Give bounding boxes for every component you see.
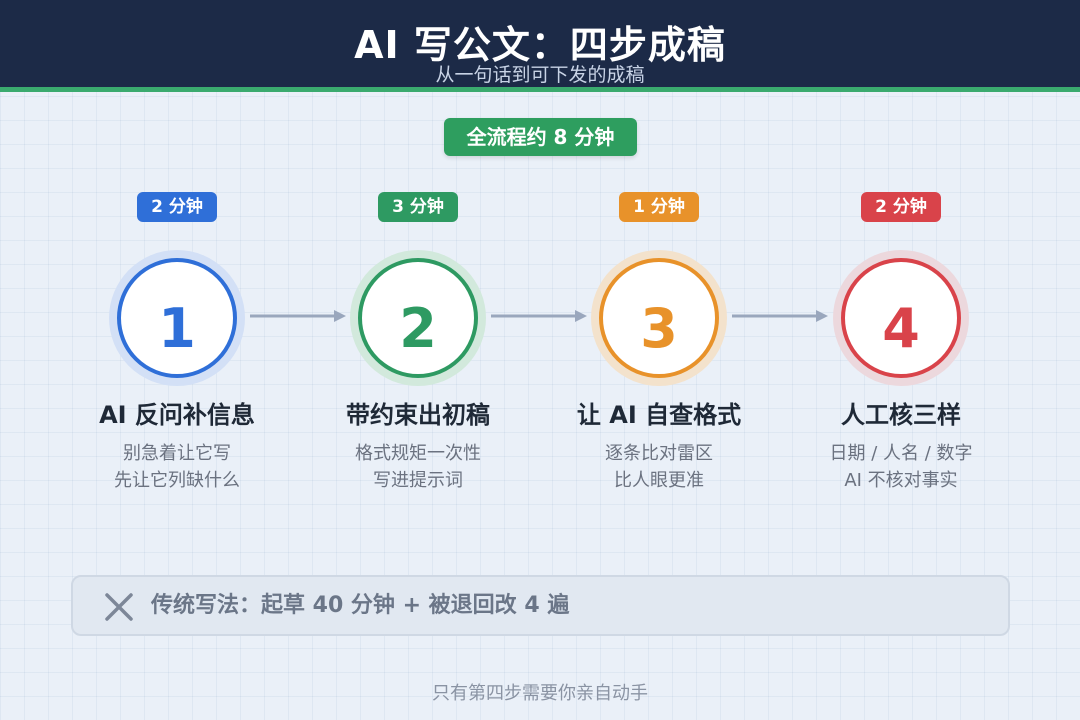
- arrow-right-icon: [491, 310, 587, 322]
- traditional-comparison-bar: 传统写法：起草 40 分钟 + 被退回改 4 遍: [71, 575, 1010, 636]
- step-number-circle: 1: [117, 258, 237, 378]
- step-time-badge: 3 分钟: [378, 192, 458, 222]
- step-time-badge: 2 分钟: [137, 192, 217, 222]
- step-desc-line: 别急着让它写: [123, 443, 231, 464]
- step-3: 1 分钟 3 让 AI 自查格式 逐条比对雷区 比人眼更准: [539, 190, 779, 500]
- step-description: 日期 / 人名 / 数字 AI 不核对事实: [781, 440, 1021, 494]
- step-description: 格式规矩一次性 写进提示词: [298, 440, 538, 494]
- header-bar: AI 写公文：四步成稿 从一句话到可下发的成稿: [0, 0, 1080, 92]
- step-time-badge: 1 分钟: [619, 192, 699, 222]
- page-title: AI 写公文：四步成稿: [354, 23, 726, 67]
- step-4: 2 分钟 4 人工核三样 日期 / 人名 / 数字 AI 不核对事实: [781, 190, 1021, 500]
- step-2: 3 分钟 2 带约束出初稿 格式规矩一次性 写进提示词: [298, 190, 538, 500]
- step-desc-line: 日期 / 人名 / 数字: [829, 443, 973, 464]
- step-name: AI 反问补信息: [99, 401, 255, 429]
- total-time-badge: 全流程约 8 分钟: [444, 118, 637, 156]
- step-1: 2 分钟 1 AI 反问补信息 别急着让它写 先让它列缺什么: [57, 190, 297, 500]
- step-desc-line: 格式规矩一次性: [355, 443, 481, 464]
- step-desc-line: AI 不核对事实: [844, 470, 958, 491]
- step-name: 带约束出初稿: [346, 401, 490, 429]
- arrow-right-icon: [732, 310, 828, 322]
- arrow-right-icon: [250, 310, 346, 322]
- step-description: 逐条比对雷区 比人眼更准: [539, 440, 779, 494]
- page-subtitle: 从一句话到可下发的成稿: [435, 64, 645, 86]
- footer-note: 只有第四步需要你亲自动手: [432, 683, 648, 704]
- step-name: 人工核三样: [841, 401, 961, 429]
- step-description: 别急着让它写 先让它列缺什么: [57, 440, 297, 494]
- step-number-circle: 2: [358, 258, 478, 378]
- step-desc-line: 写进提示词: [373, 470, 463, 491]
- step-name: 让 AI 自查格式: [576, 401, 742, 429]
- comparison-text: 传统写法：起草 40 分钟 + 被退回改 4 遍: [151, 593, 570, 618]
- step-desc-line: 先让它列缺什么: [114, 470, 240, 491]
- step-number-circle: 4: [841, 258, 961, 378]
- close-icon: [105, 593, 133, 621]
- step-desc-line: 比人眼更准: [614, 470, 704, 491]
- step-number-circle: 3: [599, 258, 719, 378]
- step-time-badge: 2 分钟: [861, 192, 941, 222]
- step-desc-line: 逐条比对雷区: [605, 443, 713, 464]
